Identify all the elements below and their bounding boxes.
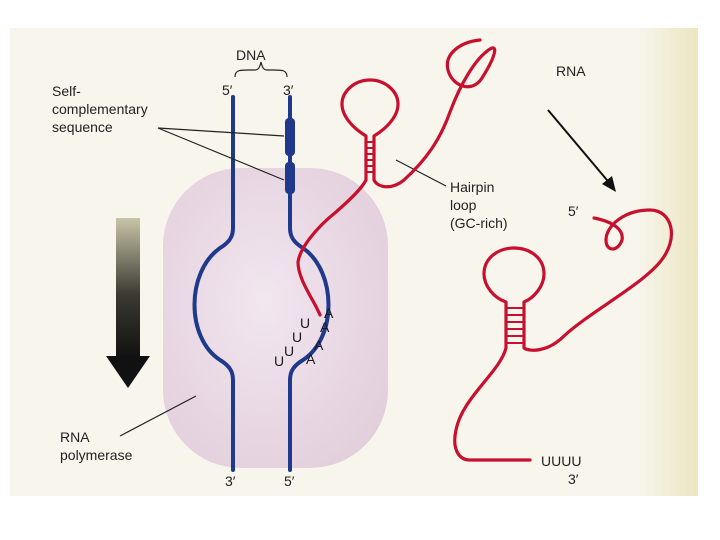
base-u-3: U xyxy=(284,343,294,359)
label-hairpin-3: (GC-rich) xyxy=(450,215,508,231)
label-hairpin-1: Hairpin xyxy=(450,179,494,195)
base-u-4: U xyxy=(274,353,284,369)
release-arrow-shaft xyxy=(547,109,613,187)
label-dna-5prime-top: 5′ xyxy=(222,82,233,98)
page-edge-shading xyxy=(638,28,698,496)
polymerase-pointer xyxy=(119,395,197,437)
label-rna-3prime: 3′ xyxy=(568,471,579,487)
label-self-complementary-1: Self- xyxy=(52,83,81,99)
label-self-complementary-3: sequence xyxy=(52,119,113,135)
label-dna-3prime-top: 3′ xyxy=(283,82,294,98)
hairpin-stem-rungs-top xyxy=(366,141,374,173)
label-self-complementary-2: complementary xyxy=(52,101,148,117)
dna-template-strand xyxy=(192,95,235,472)
label-dna: DNA xyxy=(236,47,266,63)
rna-transcript-released xyxy=(453,208,674,462)
self-complementary-segment-2 xyxy=(285,162,295,194)
label-dna-3prime-bottom: 3′ xyxy=(225,473,236,489)
base-a-1: A xyxy=(324,305,334,321)
label-polymerase-2: polymerase xyxy=(60,447,133,463)
self-complementary-pointer-2 xyxy=(157,127,285,181)
dna-bracket xyxy=(234,61,288,78)
base-a-3: A xyxy=(314,337,324,353)
self-complementary-segment-1 xyxy=(285,118,295,156)
rna-transcript-attached xyxy=(296,38,497,317)
direction-arrow-shaft xyxy=(116,218,140,358)
label-rna-5prime: 5′ xyxy=(568,203,579,219)
label-dna-5prime-bottom: 5′ xyxy=(284,473,295,489)
base-a-4: A xyxy=(306,351,316,367)
label-hairpin-2: loop xyxy=(450,197,477,213)
direction-arrow-head xyxy=(106,356,150,388)
base-a-2: A xyxy=(320,319,330,335)
hairpin-stem-rungs-released xyxy=(506,307,524,344)
release-arrow-head xyxy=(602,176,616,192)
base-u-1: U xyxy=(300,315,310,331)
base-u-2: U xyxy=(292,329,302,345)
label-polyU: UUUU xyxy=(541,453,581,469)
self-complementary-pointer-1 xyxy=(157,127,285,137)
rna-polymerase xyxy=(163,168,388,468)
label-polymerase-1: RNA xyxy=(60,429,90,445)
hairpin-pointer xyxy=(395,159,447,187)
dna-coding-strand xyxy=(288,95,331,472)
label-rna-top: RNA xyxy=(556,63,586,79)
